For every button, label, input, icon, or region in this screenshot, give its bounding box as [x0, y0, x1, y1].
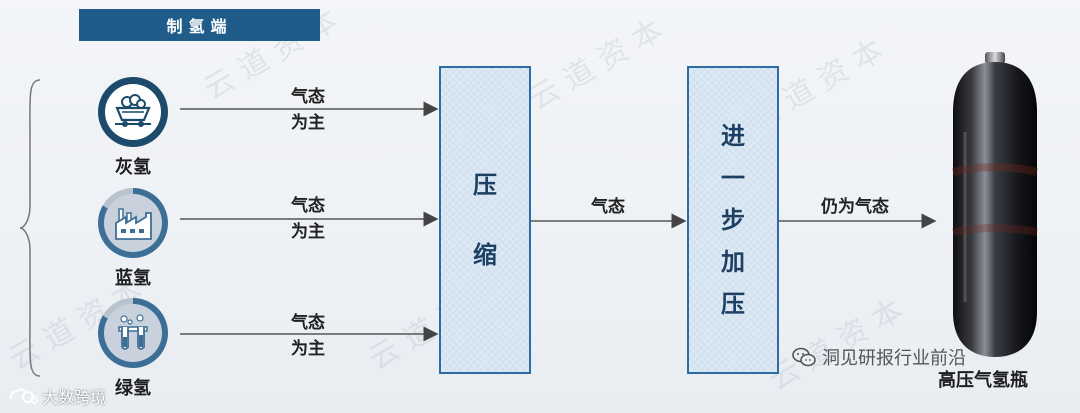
further-char: 一: [721, 157, 745, 199]
flow-label-text: 气态为主: [288, 84, 328, 136]
wechat-icon: [792, 346, 816, 368]
compress-box: 压 缩: [439, 66, 531, 374]
wechat-watermark-text: 洞见研报行业前沿: [822, 344, 966, 370]
further-char: 加: [721, 241, 745, 283]
flow-label: 气态为主: [268, 310, 348, 362]
further-compress-box: 进 一 步 加 压: [687, 66, 779, 374]
wechat-watermark: 洞见研报行业前沿: [792, 344, 966, 370]
flow-label: 气态: [572, 194, 644, 220]
compress-char: 压: [473, 164, 497, 206]
further-char: 进: [721, 115, 745, 157]
hydrogen-tank-image: [945, 52, 1045, 364]
further-char: 步: [721, 199, 745, 241]
logo-icon: [8, 387, 38, 405]
flow-label: 气态为主: [268, 193, 348, 245]
flow-label-text: 气态为主: [288, 193, 328, 245]
flow-label-text: 气态为主: [288, 310, 328, 362]
flow-label: 仍为气态: [800, 194, 910, 220]
flow-label: 气态为主: [268, 84, 348, 136]
corner-watermark-text: 大数跨境: [42, 384, 106, 408]
further-char: 压: [721, 283, 745, 325]
corner-watermark: 大数跨境: [8, 384, 106, 408]
compress-char: 缩: [473, 234, 497, 276]
